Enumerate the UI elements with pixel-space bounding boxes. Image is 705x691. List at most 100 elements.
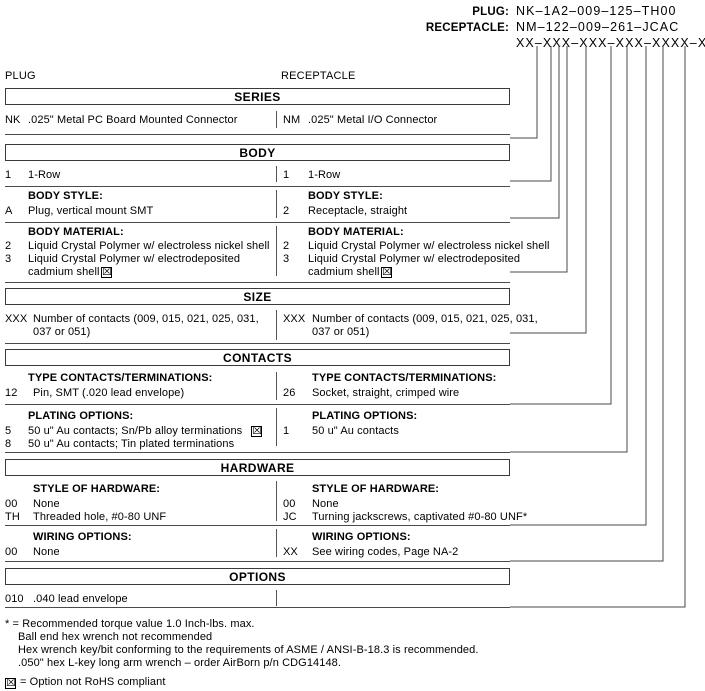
column-divider [276, 166, 277, 182]
option-text: .025" Metal I/O Connector [308, 114, 438, 126]
option-code: 00 [5, 546, 18, 558]
group-title: BODY MATERIAL: [28, 226, 124, 238]
column-divider [276, 226, 277, 276]
option-code: 2 [283, 205, 290, 217]
group-title: TYPE CONTACTS/TERMINATIONS: [312, 372, 497, 384]
option-text-cont: 037 or 051) [33, 326, 91, 338]
option-text: Liquid Crystal Polymer w/ electroless ni… [308, 240, 550, 252]
section-banner-options: OPTIONS [5, 568, 510, 585]
option-code: 26 [283, 387, 296, 399]
option-text: See wiring codes, Page NA-2 [312, 546, 459, 558]
option-code: XXX [5, 313, 28, 325]
column-divider [276, 590, 277, 606]
group-title: BODY STYLE: [28, 190, 103, 202]
option-text: Socket, straight, crimped wire [312, 387, 460, 399]
receptacle-part-number: NM–122–009–261–JCAC [516, 20, 680, 34]
option-code: NM [283, 114, 301, 126]
rohs-noncompliant-icon [251, 426, 262, 437]
option-text-cont: cadmium shell [28, 266, 100, 278]
footnote-line-2: Ball end hex wrench not recommended [18, 631, 213, 643]
option-text: Liquid Crystal Polymer w/ electroless ni… [28, 240, 270, 252]
option-text: Receptacle, straight [308, 205, 408, 217]
receptacle-label: RECEPTACLE: [425, 22, 509, 34]
column-divider [276, 372, 277, 400]
section-rule [5, 282, 510, 283]
section-rule [5, 561, 510, 562]
option-text: .025" Metal PC Board Mounted Connector [28, 114, 238, 126]
option-code: XX [283, 546, 298, 558]
option-code: 1 [5, 169, 12, 181]
option-code: 00 [283, 498, 296, 510]
group-title: STYLE OF HARDWARE: [312, 483, 440, 495]
receptacle-part-number-row: RECEPTACLE: NM–122–009–261–JCAC [426, 20, 704, 36]
option-text: Liquid Crystal Polymer w/ electrodeposit… [308, 253, 521, 265]
rohs-noncompliant-icon [381, 267, 392, 278]
section-banner-body: BODY [5, 144, 510, 161]
part-number-mask-row: XX–XXX–XXX–XXX–XXXX–XXX [426, 36, 705, 52]
column-caption-receptacle: RECEPTACLE [281, 70, 356, 82]
group-title: BODY MATERIAL: [308, 226, 404, 238]
option-text: 50 u" Au contacts; Tin plated terminatio… [28, 438, 235, 450]
option-code: XXX [283, 313, 306, 325]
plug-part-number-row: PLUG: NK–1A2–009–125–TH00 [426, 4, 704, 20]
column-caption-plug: PLUG [5, 70, 36, 82]
group-title: BODY STYLE: [308, 190, 383, 202]
footnote-line-3: Hex wrench key/bit conforming to the req… [18, 644, 479, 656]
rohs-noncompliant-icon [101, 267, 112, 278]
option-code: 5 [5, 425, 12, 437]
option-code: TH [5, 511, 20, 523]
option-text: Threaded hole, #0-80 UNF [33, 511, 167, 523]
option-text: Number of contacts (009, 015, 021, 025, … [33, 313, 259, 325]
section-rule [5, 186, 510, 187]
group-title: TYPE CONTACTS/TERMINATIONS: [28, 372, 213, 384]
section-banner-series: SERIES [5, 88, 510, 105]
option-text: 50 u" Au contacts; Sn/Pb alloy terminati… [28, 425, 243, 437]
option-text: None [33, 498, 60, 510]
column-divider [276, 408, 277, 446]
rohs-legend-text: = Option not RoHS compliant [20, 676, 166, 688]
option-text: Number of contacts (009, 015, 021, 025, … [312, 313, 538, 325]
option-text: 1-Row [28, 169, 61, 181]
option-code: 2 [5, 240, 12, 252]
group-title: PLATING OPTIONS: [28, 410, 134, 422]
plug-label: PLUG: [472, 6, 509, 18]
section-banner-contacts: CONTACTS [5, 349, 510, 366]
part-number-mask: XX–XXX–XXX–XXX–XXXX–XXX [516, 36, 705, 50]
section-rule [5, 222, 510, 223]
column-divider [276, 190, 277, 218]
option-code: JC [283, 511, 297, 523]
section-rule [5, 452, 510, 453]
footnote-line-1: * = Recommended torque value 1.0 Inch-lb… [5, 618, 255, 630]
section-banner-size: SIZE [5, 288, 510, 305]
option-code: 2 [283, 240, 290, 252]
option-code: 12 [5, 387, 18, 399]
option-text-cont: cadmium shell [308, 266, 380, 278]
column-divider [276, 310, 277, 340]
option-text: None [312, 498, 339, 510]
option-text: Turning jackscrews, captivated #0-80 UNF… [312, 511, 528, 523]
option-code: 1 [283, 169, 290, 181]
option-code: 1 [283, 425, 290, 437]
option-code: 010 [5, 593, 24, 605]
option-text: None [33, 546, 60, 558]
option-code: 8 [5, 438, 12, 450]
option-text: Liquid Crystal Polymer w/ electrodeposit… [28, 253, 241, 265]
column-divider [276, 481, 277, 521]
section-rule [5, 404, 510, 405]
rohs-noncompliant-icon [5, 678, 16, 689]
group-title: STYLE OF HARDWARE: [33, 483, 161, 495]
option-code: A [5, 205, 13, 217]
option-code: NK [5, 114, 21, 126]
option-code: 3 [283, 253, 290, 265]
option-text: 50 u" Au contacts [312, 425, 399, 437]
group-title: WIRING OPTIONS: [33, 531, 132, 543]
option-code: 00 [5, 498, 18, 510]
section-banner-hardware: HARDWARE [5, 459, 510, 476]
option-text-cont: 037 or 051) [312, 326, 370, 338]
column-divider [276, 529, 277, 557]
option-code: 3 [5, 253, 12, 265]
footnote-line-4: .050" hex L-key long arm wrench – order … [18, 657, 342, 669]
part-number-legend: PLUG: NK–1A2–009–125–TH00 RECEPTACLE: NM… [426, 4, 705, 52]
option-text: Plug, vertical mount SMT [28, 205, 154, 217]
